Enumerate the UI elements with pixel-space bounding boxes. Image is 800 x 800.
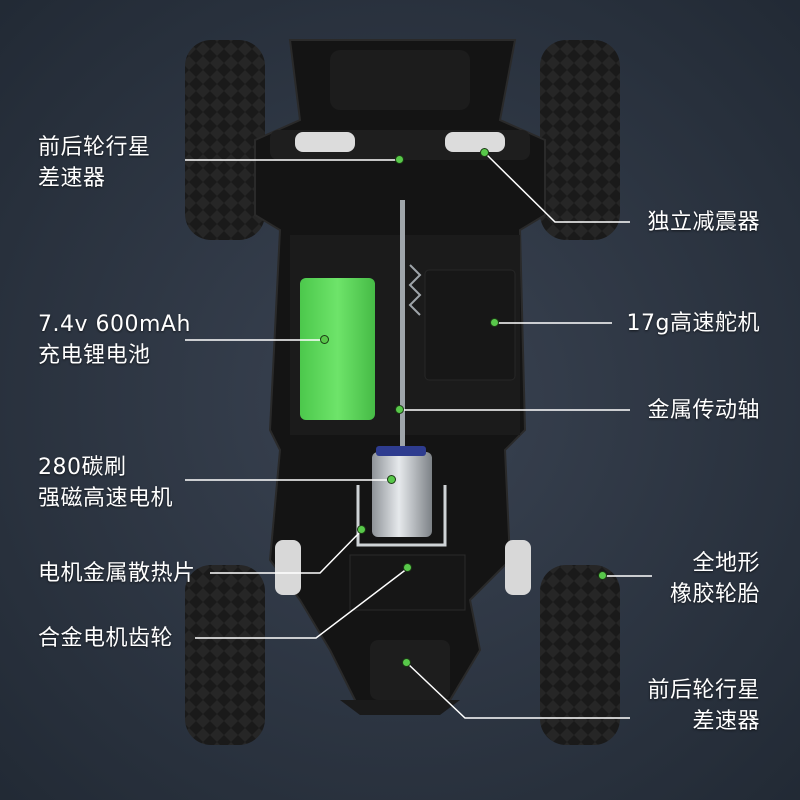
marker-tire bbox=[598, 571, 607, 580]
marker-motor bbox=[387, 475, 396, 484]
marker-drive-shaft bbox=[395, 405, 404, 414]
tire-front-right bbox=[540, 40, 620, 240]
tire-rear-left bbox=[185, 565, 265, 745]
front-shocks bbox=[295, 132, 505, 152]
label-motor: 280碳刷 强磁高速电机 bbox=[38, 455, 174, 511]
label-front-differential: 前后轮行星 差速器 bbox=[38, 135, 151, 191]
marker-heatsink bbox=[357, 525, 366, 534]
tire-rear-right bbox=[540, 565, 620, 745]
battery-pack bbox=[300, 278, 375, 420]
label-drive-shaft: 金属传动轴 bbox=[647, 398, 760, 423]
label-motor-gear: 合金电机齿轮 bbox=[38, 626, 174, 651]
label-battery: 7.4v 600mAh 充电锂电池 bbox=[38, 312, 191, 368]
label-servo: 17g高速舵机 bbox=[626, 311, 760, 336]
label-rear-differential: 前后轮行星 差速器 bbox=[647, 678, 760, 734]
marker-motor-gear bbox=[403, 563, 412, 572]
label-all-terrain-tire: 全地形 橡胶轮胎 bbox=[669, 551, 760, 607]
tire-front-left bbox=[185, 40, 265, 240]
motor bbox=[372, 452, 432, 537]
marker-battery bbox=[320, 335, 329, 344]
marker-servo bbox=[490, 318, 499, 327]
label-heatsink: 电机金属散热片 bbox=[38, 561, 196, 586]
label-shock-absorber: 独立减震器 bbox=[647, 210, 760, 235]
marker-shock bbox=[480, 148, 489, 157]
marker-rear-diff bbox=[402, 658, 411, 667]
marker-front-diff bbox=[395, 155, 404, 164]
drive-shaft bbox=[400, 200, 405, 460]
